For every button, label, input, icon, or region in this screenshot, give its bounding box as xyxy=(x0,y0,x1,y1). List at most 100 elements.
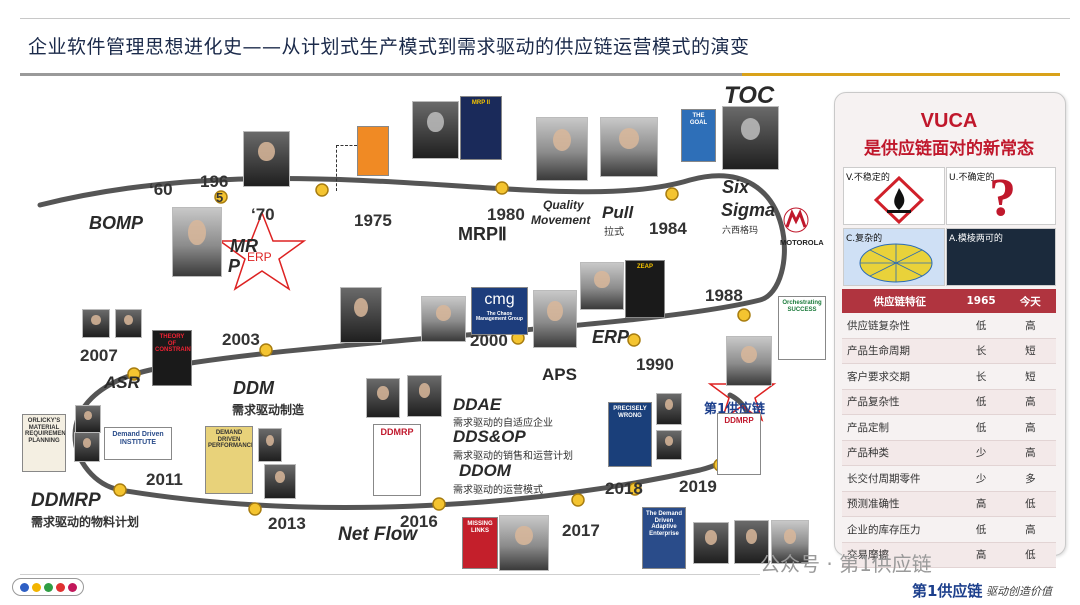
table-cell: 产品生命周期 xyxy=(842,338,958,364)
motorola-logo-icon xyxy=(783,207,809,233)
node-2011 xyxy=(113,483,127,497)
book-missing-links: MISSING LINKS xyxy=(462,517,498,569)
label-pull: Pull xyxy=(602,203,634,222)
network-mesh-icon xyxy=(859,243,933,283)
book-precisely: PRECISELY WRONG xyxy=(608,402,652,467)
label-pull-cn: 拉式 xyxy=(604,227,624,238)
quadrant-volatile-label: V.不稳定的 xyxy=(846,173,890,183)
photo-person-19 xyxy=(407,375,442,417)
photo-person-16 xyxy=(258,428,282,462)
table-header: 1965 xyxy=(957,289,1005,313)
year-2003: 2003 xyxy=(222,330,260,349)
year-1984: 1984 xyxy=(649,219,687,238)
book-tcs: THEORY OF CONSTRAINTS xyxy=(152,330,192,386)
label-mrp2: MRPⅡ xyxy=(458,224,507,244)
table-cell: 低 xyxy=(957,414,1005,441)
photo-person-6 xyxy=(722,106,779,170)
node-2007 xyxy=(127,367,141,381)
photo-person-12 xyxy=(115,309,142,338)
table-cell: 客户要求交期 xyxy=(842,363,958,390)
book-orlicky-title: ORLICKY'S MATERIAL REQUIREMENTS PLANNING xyxy=(25,418,66,444)
table-header: 供应链特征 xyxy=(842,289,958,313)
question-mark-icon: ? xyxy=(989,167,1016,225)
year-2018: 2018 xyxy=(605,479,643,498)
table-row: 长交付周期零件少多 xyxy=(842,465,1056,492)
photo-person-13 xyxy=(726,336,772,386)
table-row: 客户要求交期长短 xyxy=(842,363,1056,390)
logo-ddi-text: Demand Driven INSTITUTE xyxy=(112,431,164,446)
table-cell: 高 xyxy=(1004,516,1056,543)
book-mrp2: MRP II xyxy=(460,96,502,160)
title-rule-gray xyxy=(20,73,742,76)
node-2013 xyxy=(248,502,262,516)
label-ddm-cn: 需求驱动制造 xyxy=(232,403,305,417)
table-cell: 高 xyxy=(1004,389,1056,415)
table-cell: 高 xyxy=(1004,313,1056,339)
top-divider xyxy=(20,18,1070,19)
quadrant-complex: C.复杂的 xyxy=(843,228,945,286)
table-cell: 多 xyxy=(1004,465,1056,492)
table-cell: 高 xyxy=(1004,440,1056,466)
book-goal: THE GOAL xyxy=(681,109,716,162)
book-zeap-title: ZEAP xyxy=(636,264,653,270)
label-erp: ERP xyxy=(592,327,630,347)
footer-rule xyxy=(20,574,760,575)
label-ddsop-cn: 需求驱动的销售和运营计划 xyxy=(453,451,573,462)
dot-green-icon xyxy=(43,582,53,592)
book-cmg: cmg The Chaos Management Group xyxy=(471,287,528,335)
year-2007: 2007 xyxy=(80,346,118,365)
photo-person-15 xyxy=(74,432,100,462)
node-2003 xyxy=(259,343,273,357)
timeline-path xyxy=(37,173,787,510)
year-2016: 2016 xyxy=(400,512,438,531)
year-2000: 2000 xyxy=(470,331,508,350)
label-ddae: DDAE xyxy=(453,395,502,414)
table-cell: 高 xyxy=(957,542,1005,568)
photo-person-2 xyxy=(172,207,222,277)
photo-person-1 xyxy=(243,131,290,187)
label-mrp-b: P xyxy=(228,256,241,276)
year-2011: 2011 xyxy=(146,470,183,489)
year-70: ‘70 xyxy=(251,205,275,224)
photo-person-9 xyxy=(421,296,466,342)
node-1988 xyxy=(737,308,751,322)
table-cell: 企业的库存压力 xyxy=(842,516,958,543)
book-precisely-title: PRECISELY WRONG xyxy=(613,406,647,419)
table-cell: 低 xyxy=(1004,491,1056,517)
dot-yellow-icon xyxy=(31,582,41,592)
photo-person-25 xyxy=(771,520,809,564)
book-missing-links-title: MISSING LINKS xyxy=(467,521,493,534)
photo-person-3 xyxy=(412,101,459,159)
table-cell: 长交付周期零件 xyxy=(842,465,958,492)
table-cell: 产品定制 xyxy=(842,414,958,441)
year-1965: 196 xyxy=(200,172,229,191)
photo-person-22 xyxy=(499,515,549,571)
table-cell: 高 xyxy=(957,491,1005,517)
photo-person-21 xyxy=(656,430,682,460)
table-cell: 低 xyxy=(957,389,1005,415)
quadrant-complex-label: C.复杂的 xyxy=(846,234,883,244)
supply-chain-table: 供应链特征 1965 今天 供应链复杂性低高 产品生命周期长短 客户要求交期长短… xyxy=(842,289,1056,568)
table-row: 交易摩擦高低 xyxy=(842,542,1056,568)
label-sigma-cn: 六西格玛 xyxy=(722,226,759,236)
dot-blue-icon xyxy=(19,582,29,592)
label-asr: ASR xyxy=(104,373,140,392)
quadrant-volatile: V.不稳定的 xyxy=(843,167,945,225)
label-ddsop: DDS&OP xyxy=(453,427,526,446)
table-cell: 长 xyxy=(957,363,1005,390)
table-cell: 产品复杂性 xyxy=(842,389,958,415)
book-ddmrp-title: DDMRP xyxy=(380,427,414,437)
book-zeap: ZEAP xyxy=(625,260,665,318)
book-ddp-title: DEMAND DRIVEN PERFORMANCE xyxy=(208,430,253,450)
vuca-subtitle: 是供应链面对的新常态 xyxy=(864,139,1034,159)
photo-person-24 xyxy=(734,520,769,564)
year-60: ‘60 xyxy=(149,180,173,199)
photo-person-18 xyxy=(366,378,400,418)
table-header-row: 供应链特征 1965 今天 xyxy=(842,289,1056,313)
table-cell: 产品种类 xyxy=(842,440,958,466)
year-1975: 1975 xyxy=(354,211,392,230)
node-1984 xyxy=(665,187,679,201)
dot-magenta-icon xyxy=(67,582,77,592)
photo-person-11 xyxy=(82,309,110,338)
table-cell: 长 xyxy=(957,338,1005,364)
